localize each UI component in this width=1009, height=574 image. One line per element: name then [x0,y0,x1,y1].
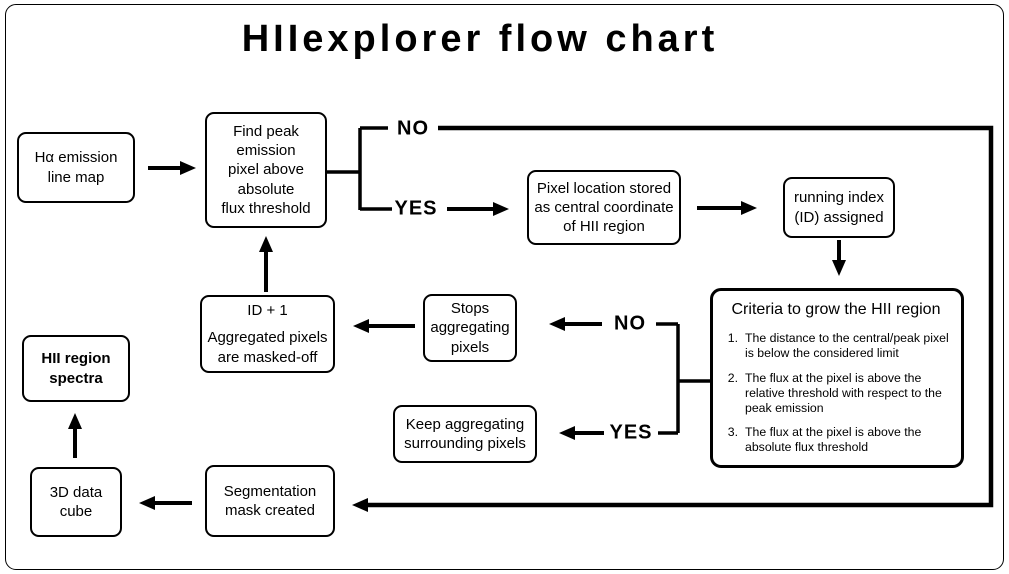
page-title: HIIexplorer flow chart [241,18,719,60]
node-segmentation-mask: Segmentation mask created [205,465,335,537]
label-criteria-no: NO [614,312,646,335]
node-keep-aggregating: Keep aggregating surrounding pixels [393,405,537,463]
criteria-item-2: 2. The flux at the pixel is above the re… [723,371,949,416]
node-running-index-assigned: running index (ID) assigned [783,177,895,238]
node-stops-aggregating: Stops aggregating pixels [423,294,517,362]
node-criteria-grow-region: Criteria to grow the HII region 1. The d… [710,288,964,468]
criteria-item-3-text: The flux at the pixel is above the absol… [745,424,922,455]
label-peak-no: NO [397,117,429,140]
node-ha-emission-line-map: Hα emission line map [17,132,135,203]
arrow-no-loop-to-segmentation [352,125,994,512]
criteria-item-3-number: 3. [727,424,738,439]
criteria-title: Criteria to grow the HII region [731,301,941,318]
branch-lines-criteria [656,322,710,435]
node-3d-data-cube: 3D data cube [30,467,122,537]
criteria-item-2-text: The flux at the pixel is above the relat… [745,370,942,415]
branch-lines-peak [327,126,392,211]
criteria-item-1-text: The distance to the central/peak pixel i… [745,331,949,361]
node-find-peak-emission: Find peak emission pixel above absolute … [205,112,327,228]
id-plus-one-text: ID + 1 [247,302,288,320]
node-id-increment-masked-off: ID + 1 Aggregated pixels are masked-off [200,295,335,373]
criteria-item-3: 3. The flux at the pixel is above the ab… [723,425,949,455]
criteria-item-1-number: 1. [727,331,738,346]
node-hii-region-spectra: HII region spectra [22,335,130,402]
masked-off-text: Aggregated pixels are masked-off [207,329,328,366]
criteria-item-2-number: 2. [727,370,738,385]
label-criteria-yes: YES [609,421,653,444]
label-peak-yes: YES [394,197,438,220]
criteria-item-1: 1. The distance to the central/peak pixe… [723,331,949,361]
node-pixel-location-stored: Pixel location stored as central coordin… [527,170,681,245]
